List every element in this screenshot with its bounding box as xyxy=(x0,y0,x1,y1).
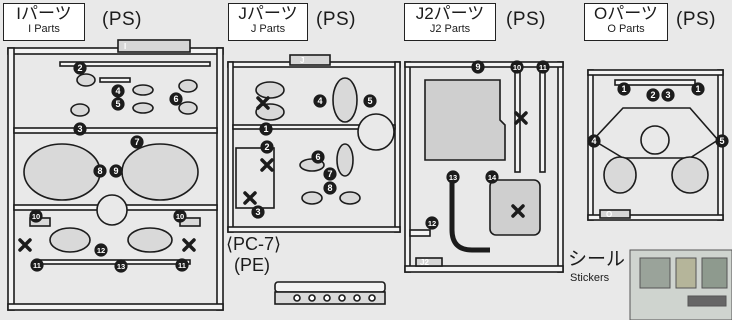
pc7-material: (PE) xyxy=(234,255,270,275)
num-6: 6 xyxy=(173,94,178,104)
num-2: 2 xyxy=(264,142,269,152)
i-runner-bottom-bar xyxy=(7,303,224,311)
num-11: 11 xyxy=(33,261,41,270)
header-j2-subtitle: J2 Parts xyxy=(429,23,471,35)
num-8: 8 xyxy=(327,183,332,193)
j-parts-runner xyxy=(227,54,401,233)
x-mark xyxy=(243,191,257,205)
num-8: 8 xyxy=(97,166,102,176)
header-j2-material: (PS) xyxy=(506,9,546,30)
pc7-code: ⟨PC-7⟩ xyxy=(226,234,282,254)
header-j2-title: J2パーツ xyxy=(415,4,485,23)
frame-tag-i: I xyxy=(124,42,126,51)
frame-tags: I J J2 O xyxy=(124,42,612,267)
num-11: 11 xyxy=(539,63,547,72)
num-11: 11 xyxy=(178,261,186,270)
header-j-title: Jパーツ xyxy=(238,4,298,23)
header-o-parts: Oパーツ O Parts xyxy=(584,3,668,41)
i-runner-tag xyxy=(117,39,191,53)
header-i-subtitle: I Parts xyxy=(28,23,60,35)
num-1: 1 xyxy=(263,124,268,134)
num-12: 12 xyxy=(428,219,436,228)
x-mark xyxy=(256,96,270,110)
num-13: 13 xyxy=(449,173,457,182)
i-part-2 xyxy=(76,73,96,87)
header-o-material: (PS) xyxy=(676,9,716,30)
num-10: 10 xyxy=(513,63,521,72)
i-part-8 xyxy=(23,143,101,201)
num-2: 2 xyxy=(650,90,655,100)
num-3: 3 xyxy=(665,90,670,100)
num-1: 1 xyxy=(621,84,626,94)
num-3: 3 xyxy=(255,207,260,217)
stickers-label-en: Stickers xyxy=(570,272,610,284)
num-5: 5 xyxy=(115,99,120,109)
x-mark xyxy=(514,111,528,125)
num-4: 4 xyxy=(317,96,322,106)
num-10: 10 xyxy=(32,212,40,221)
num-7: 7 xyxy=(134,137,139,147)
num-10: 10 xyxy=(176,212,184,221)
i-parts-runner xyxy=(7,39,224,311)
header-j2-parts: J2パーツ J2 Parts xyxy=(404,3,496,41)
header-j-subtitle: J Parts xyxy=(250,23,286,35)
num-12: 12 xyxy=(97,246,105,255)
x-mark xyxy=(18,238,32,252)
num-3: 3 xyxy=(77,124,82,134)
j2-parts-runner xyxy=(404,61,564,273)
header-j-parts: Jパーツ J Parts xyxy=(228,3,308,41)
i-part-9 xyxy=(121,143,199,201)
num-7: 7 xyxy=(327,169,332,179)
num-5: 5 xyxy=(367,96,372,106)
j-x-marks xyxy=(243,96,274,205)
pc7-runner xyxy=(274,281,386,305)
num-2: 2 xyxy=(77,63,82,73)
i-runner-right-bar xyxy=(216,47,224,311)
x-mark xyxy=(182,238,196,252)
j2-part-plate xyxy=(424,79,506,161)
num-5: 5 xyxy=(719,136,724,146)
num-13: 13 xyxy=(117,262,125,271)
header-j-material: (PS) xyxy=(316,9,356,30)
frame-tag-o: O xyxy=(606,210,612,219)
header-i-parts: Iパーツ I Parts xyxy=(3,3,85,41)
num-4: 4 xyxy=(591,136,596,146)
frame-tag-j: J xyxy=(300,56,304,65)
i-x-marks xyxy=(18,238,196,252)
stickers-label-jp: シール xyxy=(568,249,626,270)
num-14: 14 xyxy=(488,173,497,182)
x-mark xyxy=(511,204,525,218)
num-4: 4 xyxy=(115,86,120,96)
header-i-title: Iパーツ xyxy=(16,4,72,23)
header-i-material: (PS) xyxy=(102,9,142,30)
j2-x-marks xyxy=(511,111,528,218)
num-6: 6 xyxy=(315,152,320,162)
number-markers: 2 4 5 6 3 7 8 9 10 10 11 11 12 13 4 5 1 … xyxy=(29,60,729,273)
header-o-subtitle: O Parts xyxy=(607,23,645,35)
sticker-sheet xyxy=(629,249,732,320)
num-9: 9 xyxy=(475,62,480,72)
num-9: 9 xyxy=(113,166,118,176)
num-1: 1 xyxy=(695,84,700,94)
frame-tag-j2: J2 xyxy=(420,258,429,267)
header-o-title: Oパーツ xyxy=(594,4,658,23)
x-mark xyxy=(260,158,274,172)
i-runner-left-bar xyxy=(7,47,15,311)
